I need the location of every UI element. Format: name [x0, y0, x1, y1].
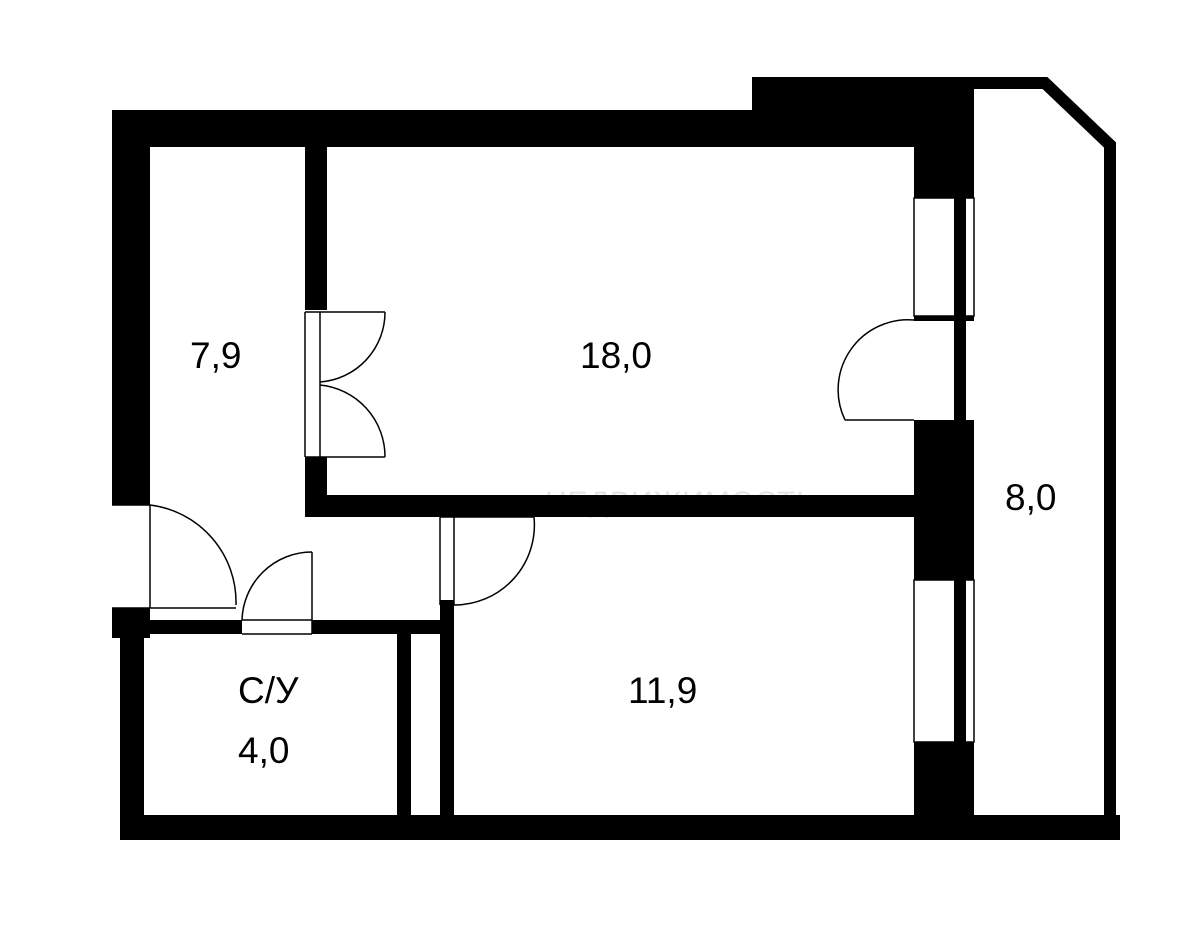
room-area-bedroom: 11,9: [628, 670, 697, 711]
wall-partition-upper: [305, 130, 327, 310]
door-living-double: [304, 311, 386, 458]
window-living: [913, 197, 975, 317]
door-entrance: [112, 504, 237, 609]
wall-living-bedroom: [305, 495, 460, 517]
room-labels: 7,9 18,0 С/У 4,0 11,9 8,0: [190, 335, 1056, 771]
wall-bedroom-left: [440, 600, 454, 840]
wall-bathroom-top-right: [312, 620, 454, 634]
door-bedroom: [439, 516, 536, 606]
room-area-bathroom: 4,0: [238, 730, 289, 771]
windows: [913, 197, 975, 743]
walls: [112, 77, 1120, 840]
door-balcony: [837, 319, 915, 421]
room-area-living: 18,0: [580, 335, 652, 376]
wall-bathroom-top: [112, 620, 242, 634]
room-area-balcony: 8,0: [1005, 477, 1056, 518]
balcony-door-line: [914, 316, 974, 321]
balcony-outline: [954, 77, 1116, 834]
room-name-bathroom: С/У: [238, 670, 299, 711]
wall-living-bedroom-right: [460, 495, 915, 517]
door-bathroom: [241, 551, 313, 635]
wall-bathroom-right: [397, 620, 411, 840]
window-bedroom: [913, 579, 975, 743]
wall-left-upper: [112, 110, 150, 505]
room-area-hallway: 7,9: [190, 335, 241, 376]
wall-bathroom-left: [120, 620, 144, 840]
doors: [112, 311, 915, 635]
